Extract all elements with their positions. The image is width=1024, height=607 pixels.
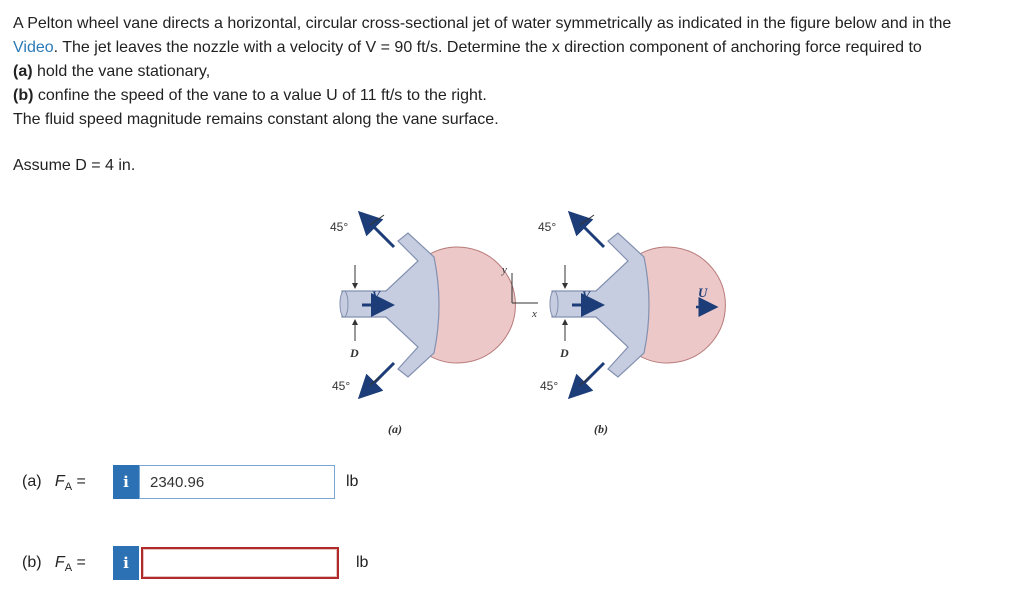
answer-a-eq: = (72, 473, 86, 490)
part-b-label: (b) (13, 87, 34, 104)
velocity-label-b: V (582, 288, 591, 302)
problem-line-1: A Pelton wheel vane directs a horizontal… (13, 12, 1018, 36)
pelton-wheel-figure: 45° 45° V D (a) y x 45° 45° V (300, 195, 740, 445)
video-link[interactable]: Video (13, 39, 54, 56)
answer-a-unit: lb (346, 473, 359, 490)
angle-guide-top-a (369, 214, 385, 226)
answer-a-label: (a) FA = (22, 473, 86, 493)
part-a-statement: (a) hold the vane stationary, (13, 60, 1018, 84)
answer-b-label: (b) FA = (22, 554, 86, 574)
answer-a-sub: A (64, 481, 73, 493)
problem-text-2: . The jet leaves the nozzle with a veloc… (53, 39, 922, 56)
answer-a-var: F (54, 473, 65, 490)
x-axis-label: x (531, 308, 537, 320)
angle-guide-top-b (579, 214, 595, 226)
vane-diagram-a: 45° 45° V D (a) (330, 210, 516, 436)
diameter-label-a: D (349, 346, 359, 360)
outflow-arrow-top-b (567, 210, 606, 249)
vane-diagram-b: 45° 45° V D U (b) (538, 210, 726, 436)
vane-speed-label: U (698, 285, 708, 300)
angle-label-top-b: 45° (538, 220, 556, 234)
caption-b: (b) (594, 422, 608, 436)
y-axis-label: y (501, 264, 507, 276)
part-b-text: confine the speed of the vane to a value… (33, 87, 487, 104)
part-a-label: (a) (13, 63, 33, 80)
info-icon[interactable]: i (113, 546, 139, 580)
angle-guide-bottom-b (579, 376, 591, 386)
answer-row-a: (a) FA = i lb (0, 465, 420, 499)
diameter-label-b: D (559, 346, 569, 360)
answer-b-unit: lb (356, 554, 369, 571)
problem-statement: A Pelton wheel vane directs a horizontal… (13, 12, 1018, 132)
wheel-b (637, 246, 726, 364)
angle-label-bottom-a: 45° (332, 379, 350, 393)
answer-a-input[interactable] (139, 465, 335, 499)
angle-label-top-a: 45° (330, 220, 348, 234)
figure-svg: 45° 45° V D (a) y x 45° 45° V (330, 210, 726, 436)
info-icon[interactable]: i (113, 465, 139, 499)
answer-a-part: (a) (22, 473, 42, 490)
part-b-statement: (b) confine the speed of the vane to a v… (13, 84, 1018, 108)
problem-text-1: A Pelton wheel vane directs a horizontal… (13, 15, 952, 32)
velocity-label-a: V (372, 288, 381, 302)
answer-b-eq: = (72, 554, 86, 571)
angle-label-bottom-b: 45° (540, 379, 558, 393)
coordinate-axes: y x (501, 264, 538, 320)
problem-line-5: The fluid speed magnitude remains consta… (13, 111, 499, 128)
answer-row-b: (b) FA = i lb (0, 546, 420, 580)
outflow-arrow-top-a (357, 210, 396, 249)
problem-line-2: Video. The jet leaves the nozzle with a … (13, 36, 1018, 60)
answer-b-sub: A (64, 562, 73, 574)
angle-guide-bottom-a (369, 376, 381, 386)
answer-b-input[interactable] (141, 547, 339, 579)
caption-a: (a) (388, 422, 402, 436)
assumption-text: Assume D = 4 in. (13, 157, 136, 174)
answer-b-part: (b) (22, 554, 42, 571)
nozzle-end-b (549, 290, 559, 318)
nozzle-end-a (339, 290, 349, 318)
part-a-text: hold the vane stationary, (32, 63, 211, 80)
answer-b-var: F (54, 554, 65, 571)
